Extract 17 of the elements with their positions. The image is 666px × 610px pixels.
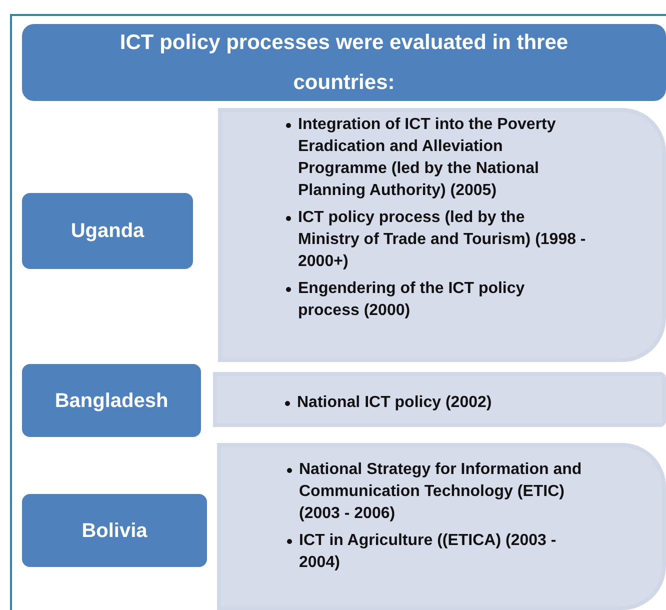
policy-list-panel: [218, 108, 666, 362]
title-text: ICT policy processes were evaluated in three countries:: [118, 30, 570, 96]
policy-item-text: National ICT policy (2002): [297, 393, 493, 413]
policy-item-text: Integration of ICT into the Poverty Eradication and Alleviation Programme (led by the National Planning Authority) (2005): [298, 115, 557, 201]
policy-item-text: ICT policy process (led by the Ministry of Trade and Tourism) (1998 - 2000+): [298, 208, 586, 272]
country-label: Uganda: [70, 219, 144, 244]
policy-item-text: Engendering of the ICT policy process (2000): [298, 279, 526, 321]
title-banner: [22, 24, 666, 101]
country-box: [22, 494, 207, 567]
country-label: Bangladesh: [54, 388, 168, 414]
country-box: [22, 364, 201, 437]
policy-item-text: ICT in Agriculture ((ETICA) (2003 - 2004): [299, 531, 558, 573]
policy-list-panel: [217, 443, 666, 610]
policy-list-panel: [213, 372, 666, 427]
country-label: Bolivia: [82, 518, 148, 544]
policy-item-text: National Strategy for Information and Communication Technology (ETIC) (2003 - 2006): [299, 460, 583, 524]
country-box: [22, 193, 193, 269]
